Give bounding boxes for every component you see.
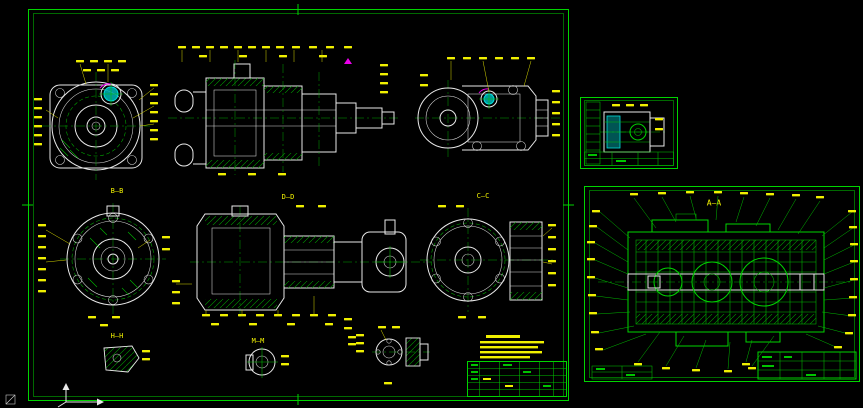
top-right-end-view[interactable] [415, 57, 560, 158]
detail-h-view[interactable]: H—H [103, 332, 150, 373]
main-sheet-frame[interactable] [22, 4, 574, 405]
section-c-leaders [542, 227, 553, 265]
section-d-view[interactable]: D—D [172, 193, 432, 337]
end-view-leaders [450, 60, 532, 93]
origin-marker [5, 394, 16, 405]
section-c-view[interactable]: C—C [420, 192, 556, 319]
top-section-leaders [181, 50, 323, 62]
x-axis-arrow [97, 398, 104, 406]
section-d-leaders [176, 283, 315, 316]
section-label-c: C—C [477, 192, 490, 200]
datum-arrow [344, 58, 352, 64]
front-view-leaders [45, 63, 155, 127]
technical-notes [480, 335, 544, 359]
front-view[interactable] [34, 60, 158, 180]
section-label-b: B—B [111, 187, 124, 195]
detail-label-h: H—H [111, 332, 124, 340]
detail-m-view[interactable]: M—M [245, 337, 289, 378]
assembly-sheet[interactable]: A—A [584, 186, 860, 382]
assembly-title-block [757, 351, 857, 380]
section-b-view[interactable]: B—B [38, 187, 170, 327]
section-label-d: D—D [282, 193, 295, 201]
detail-label-m: M—M [252, 337, 265, 345]
section-label-a: A—A [707, 199, 722, 208]
ucs-icon[interactable] [57, 383, 104, 408]
parts-table [467, 361, 567, 397]
assembly-drawing [598, 213, 850, 347]
y-axis-arrow [62, 383, 70, 390]
assembly-leader-lines [587, 191, 858, 373]
section-b-leaders [45, 229, 151, 263]
detail-flange-view[interactable] [348, 326, 430, 385]
assembly-side-table [591, 365, 653, 380]
detail-sheet-title-block [584, 151, 674, 166]
top-section-view[interactable] [168, 46, 400, 176]
detail-sheet[interactable] [580, 97, 678, 169]
